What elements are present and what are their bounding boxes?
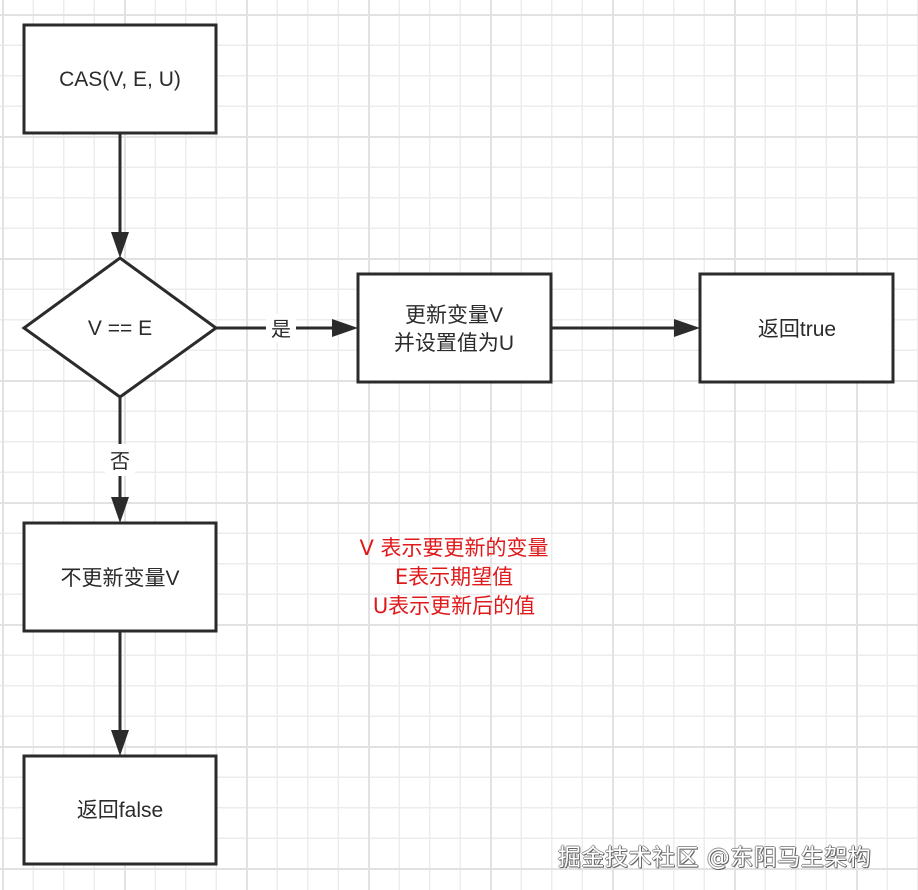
node-label: 不更新变量V: [60, 567, 179, 590]
watermark: 掘金技术社区 @东阳马生架构: [558, 845, 872, 871]
arrowhead-icon: [111, 497, 129, 523]
node-no-update: 不更新变量V: [22, 521, 218, 633]
arrowhead-icon: [332, 319, 358, 337]
note-line-1: V 表示要更新的变量: [359, 536, 548, 560]
arrowhead-icon: [111, 730, 129, 756]
node-label: 返回false: [77, 799, 163, 822]
decision-diamond: [21, 256, 219, 399]
edge-decision-to-update: 是: [216, 314, 358, 342]
process-box: [22, 521, 218, 633]
node-return-true: 返回true: [698, 272, 895, 384]
note-line-2: E表示期望值: [395, 565, 513, 589]
node-label-line-1: 更新变量V: [405, 304, 503, 327]
edge-label-yes: 是: [271, 317, 291, 341]
process-box: [22, 23, 218, 135]
node-label-line-2: 并设置值为U: [394, 332, 514, 355]
edge-label-background: [105, 444, 135, 476]
process-box: [22, 754, 218, 866]
arrowhead-icon: [111, 232, 129, 258]
arrowhead-icon: [674, 319, 700, 337]
node-label: V == E: [88, 317, 152, 340]
edge-decision-to-no-update: 否: [105, 397, 135, 523]
node-update: 更新变量V 并设置值为U: [356, 272, 553, 384]
node-start: CAS(V, E, U): [22, 23, 218, 135]
node-return-false: 返回false: [22, 754, 218, 866]
process-box: [356, 272, 553, 384]
edge-start-to-decision: [111, 133, 129, 258]
edge-label-no: 否: [110, 449, 130, 473]
process-box: [698, 272, 895, 384]
edge-update-to-return-true: [551, 319, 700, 337]
node-decision: V == E: [21, 256, 219, 399]
edge-label-background: [266, 314, 296, 342]
annotation-note: V 表示要更新的变量 E表示期望值 U表示更新后的值: [359, 536, 548, 618]
edge-no-update-to-return-false: [111, 631, 129, 756]
node-label: 返回true: [758, 318, 836, 341]
node-label: CAS(V, E, U): [59, 68, 181, 91]
note-line-3: U表示更新后的值: [373, 594, 535, 618]
